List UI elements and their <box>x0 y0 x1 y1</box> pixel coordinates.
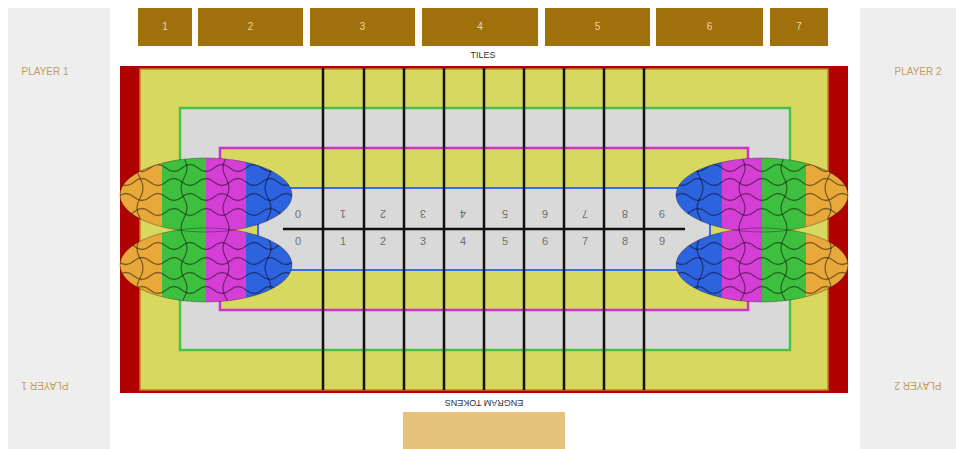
tile-slot: 6 <box>656 8 763 46</box>
column-number: 5 <box>502 208 508 219</box>
tile-slot: 7 <box>770 8 828 46</box>
tray-label: ENGRAM TOKENS <box>445 398 524 407</box>
player-label: PLAYER 1 <box>21 67 68 77</box>
column-number: 4 <box>460 208 466 219</box>
column-number: 9 <box>659 208 665 219</box>
tile-number: 3 <box>360 22 366 32</box>
player-panel: PLAYER 1 PLAYER 1 <box>8 8 110 449</box>
brain-band-orange <box>116 150 162 310</box>
column-number: 2 <box>380 208 386 219</box>
brain-folds <box>118 158 294 318</box>
board-field <box>140 69 828 390</box>
brain-band-magenta <box>206 150 246 310</box>
column-number: 3 <box>420 236 426 247</box>
column-number: 5 <box>502 236 508 247</box>
token-tray: ENGRAM TOKENS <box>403 412 565 449</box>
tile-number: 2 <box>248 22 254 32</box>
tile-slot: 5 <box>545 8 650 46</box>
column-number: 1 <box>340 208 346 219</box>
brain-left <box>116 150 296 318</box>
tile-number: 4 <box>477 22 483 32</box>
player-label: PLAYER 2 <box>894 380 941 390</box>
column-number: 0 <box>295 236 301 247</box>
player-label: PLAYER 1 <box>21 380 68 390</box>
brain-lobe-outline <box>120 228 292 302</box>
column-number: 7 <box>582 236 588 247</box>
column-number: 1 <box>340 236 346 247</box>
brain-band-green <box>162 150 206 310</box>
tile-slot: 3 <box>310 8 415 46</box>
center-line <box>283 228 685 231</box>
column-number: 6 <box>542 236 548 247</box>
column-number: 4 <box>460 236 466 247</box>
column-lines <box>283 68 685 390</box>
tile-slot: 2 <box>198 8 303 46</box>
player-label: PLAYER 2 <box>894 67 941 77</box>
brain-right <box>672 150 852 318</box>
tile-number: 5 <box>595 22 601 32</box>
section-label: TILES <box>470 51 495 60</box>
column-number: 3 <box>420 208 426 219</box>
player-panel: PLAYER 2 PLAYER 2 <box>860 8 956 449</box>
column-number: 6 <box>542 208 548 219</box>
column-number: 0 <box>295 208 301 219</box>
column-number: 8 <box>622 208 628 219</box>
column-number: 7 <box>582 208 588 219</box>
tile-number: 1 <box>162 22 168 32</box>
tile-slot: 1 <box>138 8 192 46</box>
tile-number: 7 <box>796 22 802 32</box>
tile-slot: 4 <box>422 8 538 46</box>
column-number: 9 <box>659 236 665 247</box>
brain-lobe-outline <box>120 158 292 232</box>
column-number: 8 <box>622 236 628 247</box>
column-number: 2 <box>380 236 386 247</box>
tile-number: 6 <box>707 22 713 32</box>
